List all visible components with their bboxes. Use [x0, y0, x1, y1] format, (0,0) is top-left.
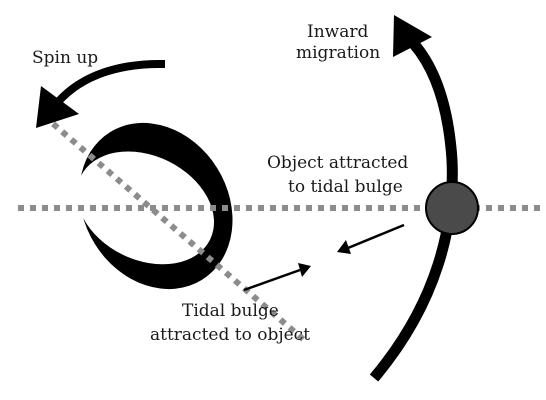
object-attraction-arrowhead-icon — [337, 240, 351, 254]
object-attraction-arrow — [337, 223, 405, 254]
inward-migration-arrowhead-icon — [393, 15, 432, 57]
spin-up-arrow — [36, 59, 166, 128]
spin-up-arrowhead-icon — [36, 86, 79, 128]
tidal-bulge-label-line1: Tidal bulge — [182, 301, 279, 321]
bulge-axis-dotted-line — [42, 113, 306, 343]
object-attracted-label-line2: to tidal bulge — [288, 177, 403, 197]
spin-up-label: Spin up — [32, 48, 98, 68]
tidal-bulge-label-line2: attracted to object — [150, 325, 310, 345]
object-attracted-label-line1: Object attracted — [267, 153, 408, 173]
bulge-attraction-arrow — [243, 263, 311, 292]
inward-migration-label-line2: migration — [296, 43, 380, 63]
inward-migration-arrow — [369, 15, 458, 382]
bulge-attraction-arrowhead-icon — [298, 263, 311, 277]
companion-object — [425, 181, 479, 235]
inward-migration-label-line1: Inward — [307, 22, 368, 42]
